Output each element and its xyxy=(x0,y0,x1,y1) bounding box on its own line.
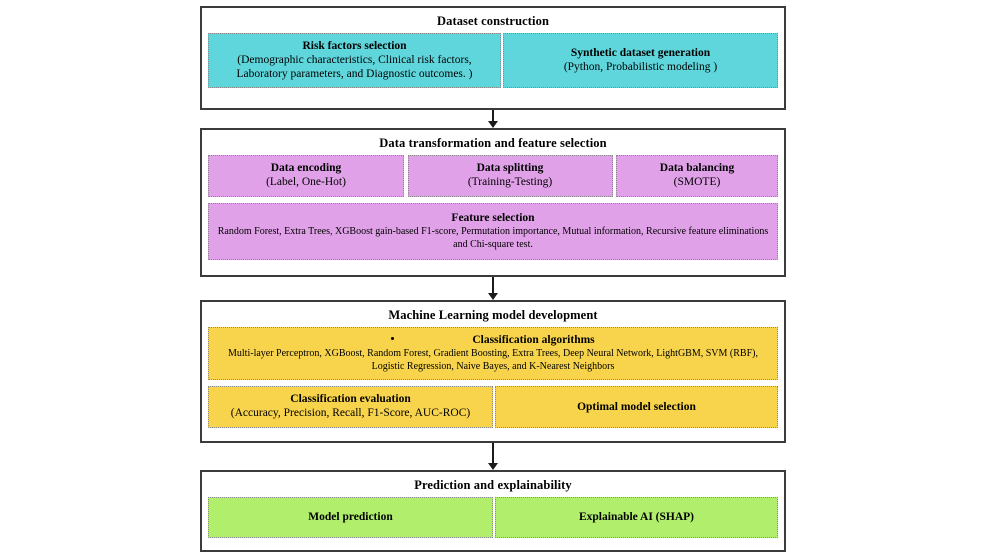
classification-algorithms-heading: Classification algorithms xyxy=(215,333,771,347)
pipeline-flowchart: Dataset construction Risk factors select… xyxy=(200,6,786,552)
classification-algorithms-heading-text: Classification algorithms xyxy=(472,333,595,346)
feature-selection-line2: and Chi-square test. xyxy=(453,239,533,250)
risk-factors-selection-line2: Laboratory parameters, and Diagnostic ou… xyxy=(236,68,473,80)
transformation-bottom-row: Feature selection Random Forest, Extra T… xyxy=(202,203,784,260)
classification-evaluation-line1: (Accuracy, Precision, Recall, F1-Score, … xyxy=(230,407,471,420)
transformation-top-row: Data encoding (Label, One-Hot) Data spli… xyxy=(202,155,784,197)
stage-data-transformation-and-feature-selection: Data transformation and feature selectio… xyxy=(200,128,786,277)
box-optimal-model-selection[interactable]: Optimal model selection xyxy=(495,386,778,428)
data-splitting-heading: Data splitting xyxy=(476,162,544,175)
arrow-head-icon xyxy=(488,293,498,300)
arrow-model-to-prediction xyxy=(488,443,498,470)
risk-factors-selection-heading: Risk factors selection xyxy=(302,39,407,52)
classification-evaluation-heading: Classification evaluation xyxy=(290,393,411,406)
data-balancing-heading: Data balancing xyxy=(659,162,735,175)
box-synthetic-dataset-generation[interactable]: Synthetic dataset generation (Python, Pr… xyxy=(503,33,778,88)
explainable-ai-shap-heading: Explainable AI (SHAP) xyxy=(578,511,695,523)
prediction-row: Model prediction Explainable AI (SHAP) xyxy=(202,497,784,538)
stage-dataset-construction: Dataset construction Risk factors select… xyxy=(200,6,786,110)
box-explainable-ai-shap[interactable]: Explainable AI (SHAP) xyxy=(495,497,778,538)
stage-title-machine-learning-model-development: Machine Learning model development xyxy=(388,308,598,322)
arrow-head-icon xyxy=(488,463,498,470)
classification-algorithms-line1: Multi-layer Perceptron, XGBoost, Random … xyxy=(228,347,758,359)
arrow-head-icon xyxy=(488,121,498,128)
feature-selection-heading: Feature selection xyxy=(451,211,535,224)
data-encoding-heading: Data encoding xyxy=(270,162,342,175)
arrow-shaft xyxy=(492,110,494,122)
box-data-encoding[interactable]: Data encoding (Label, One-Hot) xyxy=(208,155,404,197)
synthetic-dataset-generation-line1: (Python, Probabilistic modeling ) xyxy=(563,60,718,73)
stage-title-dataset-construction: Dataset construction xyxy=(436,14,550,28)
arrow-shaft xyxy=(492,277,494,294)
box-data-balancing[interactable]: Data balancing (SMOTE) xyxy=(616,155,778,197)
box-data-splitting[interactable]: Data splitting (Training-Testing) xyxy=(407,155,613,197)
classification-algorithms-line2: Logistic Regression, Naive Bayes, and K-… xyxy=(371,361,615,372)
box-risk-factors-selection[interactable]: Risk factors selection (Demographic char… xyxy=(208,33,501,88)
data-balancing-line1: (SMOTE) xyxy=(673,176,721,189)
stage-machine-learning-model-development: Machine Learning model development Class… xyxy=(200,300,786,443)
dataset-construction-row: Risk factors selection (Demographic char… xyxy=(202,33,784,88)
arrow-transformation-to-model xyxy=(488,277,498,300)
box-model-prediction[interactable]: Model prediction xyxy=(208,497,493,538)
data-splitting-line1: (Training-Testing) xyxy=(467,176,553,189)
box-classification-evaluation[interactable]: Classification evaluation (Accuracy, Pre… xyxy=(208,386,493,428)
stage-title-data-transformation: Data transformation and feature selectio… xyxy=(379,136,607,150)
arrow-dataset-to-transformation xyxy=(488,110,498,128)
model-bottom-row: Classification evaluation (Accuracy, Pre… xyxy=(202,386,784,428)
model-prediction-heading: Model prediction xyxy=(308,511,393,523)
risk-factors-selection-line1: (Demographic characteristics, Clinical r… xyxy=(237,53,472,66)
model-top-row: Classification algorithms Multi-layer Pe… xyxy=(202,327,784,380)
optimal-model-selection-heading: Optimal model selection xyxy=(577,400,696,413)
box-feature-selection[interactable]: Feature selection Random Forest, Extra T… xyxy=(208,203,778,260)
arrow-shaft xyxy=(492,443,494,464)
data-encoding-line1: (Label, One-Hot) xyxy=(266,176,346,189)
bullet-dot-icon xyxy=(391,337,395,341)
stage-title-prediction-and-explainability: Prediction and explainability xyxy=(414,478,572,492)
feature-selection-line1: Random Forest, Extra Trees, XGBoost gain… xyxy=(217,225,769,237)
box-classification-algorithms[interactable]: Classification algorithms Multi-layer Pe… xyxy=(208,327,778,380)
stage-prediction-and-explainability: Prediction and explainability Model pred… xyxy=(200,470,786,552)
synthetic-dataset-generation-heading: Synthetic dataset generation xyxy=(570,46,711,59)
